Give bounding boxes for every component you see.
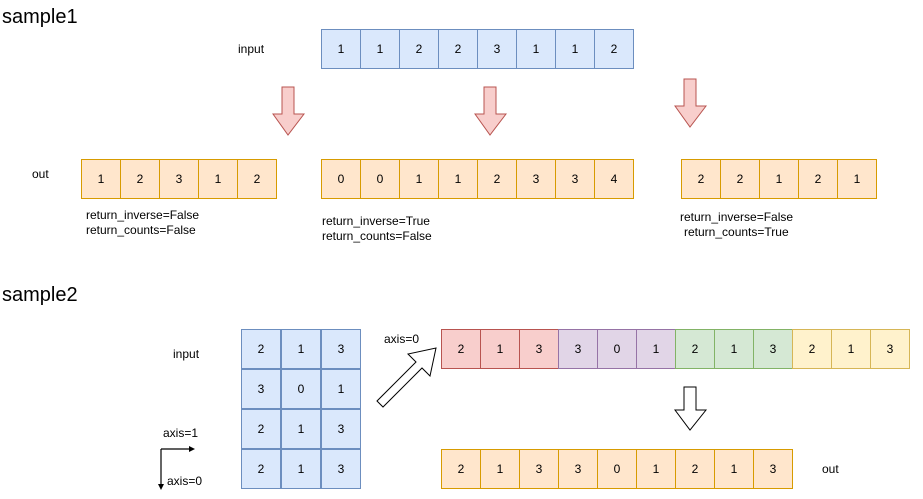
- sample1-out-label: out: [32, 167, 49, 181]
- grid-cell: 3: [321, 329, 361, 369]
- sample1-note-3: return_inverse=False return_counts=True: [680, 210, 793, 240]
- grid-cell: 1: [281, 449, 321, 489]
- array-cell: 2: [477, 159, 517, 199]
- array-cell: 0: [597, 449, 637, 489]
- array-cell: 1: [360, 29, 400, 69]
- array-cell: 3: [753, 329, 793, 369]
- diagonal-arrow-icon: [376, 347, 437, 408]
- array-cell: 3: [558, 449, 598, 489]
- sample1-output-1: 1 2 3 1 2: [81, 159, 277, 199]
- axis1-label: axis=1: [163, 426, 199, 440]
- array-cell: 3: [516, 159, 556, 199]
- grid-cell: 0: [281, 369, 321, 409]
- note-line: return_inverse=False: [86, 208, 200, 222]
- array-cell: 2: [675, 449, 715, 489]
- down-arrow-icon: [474, 86, 508, 136]
- array-cell: 3: [519, 449, 559, 489]
- array-cell: 2: [720, 159, 760, 199]
- down-arrow-icon: [674, 386, 708, 431]
- array-cell: 2: [120, 159, 160, 199]
- array-cell: 3: [753, 449, 793, 489]
- sample1-title: sample1: [2, 6, 78, 28]
- array-cell: 3: [870, 329, 910, 369]
- array-cell: 1: [480, 449, 520, 489]
- grid-cell: 3: [321, 449, 361, 489]
- array-cell: 1: [831, 329, 871, 369]
- array-cell: 1: [555, 29, 595, 69]
- array-cell: 2: [681, 159, 721, 199]
- grid-cell: 3: [321, 409, 361, 449]
- note-line: return_inverse=True: [322, 214, 430, 228]
- array-cell: 3: [519, 329, 559, 369]
- axis-indicator-icon: [158, 446, 195, 490]
- note-line: return_counts=False: [322, 229, 432, 243]
- axis0-label: axis=0: [167, 474, 203, 488]
- array-cell: 0: [321, 159, 361, 199]
- sample1-output-3: 2 2 1 2 1: [681, 159, 877, 199]
- array-cell: 1: [837, 159, 877, 199]
- array-cell: 1: [636, 329, 676, 369]
- array-cell: 1: [480, 329, 520, 369]
- array-cell: 1: [81, 159, 121, 199]
- array-cell: 3: [159, 159, 199, 199]
- array-cell: 1: [438, 159, 478, 199]
- array-cell: 2: [237, 159, 277, 199]
- array-cell: 2: [441, 449, 481, 489]
- array-cell: 3: [558, 329, 598, 369]
- note-line: return_counts=True: [684, 225, 789, 239]
- sample2-input-grid: 2 1 3 3 0 1 2 1 3 2 1 3: [241, 329, 361, 489]
- array-cell: 3: [555, 159, 595, 199]
- sample2-input-label: input: [173, 347, 200, 361]
- array-cell: 4: [594, 159, 634, 199]
- sample2-result-array: 2 1 3 3 0 1 2 1 3: [441, 449, 793, 489]
- array-cell: 1: [399, 159, 439, 199]
- grid-cell: 2: [241, 329, 281, 369]
- sample1-input-array: 1 1 2 2 3 1 1 2: [321, 29, 634, 69]
- array-cell: 1: [759, 159, 799, 199]
- array-cell: 2: [675, 329, 715, 369]
- array-cell: 2: [438, 29, 478, 69]
- array-cell: 1: [714, 449, 754, 489]
- sample1-note-1: return_inverse=False return_counts=False: [86, 208, 199, 238]
- array-cell: 2: [594, 29, 634, 69]
- grid-cell: 1: [281, 409, 321, 449]
- sample1-output-2: 0 0 1 1 2 3 3 4: [321, 159, 634, 199]
- grid-cell: 1: [281, 329, 321, 369]
- grid-cell: 2: [241, 449, 281, 489]
- array-cell: 1: [321, 29, 361, 69]
- grid-cell: 3: [241, 369, 281, 409]
- array-cell: 2: [798, 159, 838, 199]
- grid-cell: 1: [321, 369, 361, 409]
- sample2-title: sample2: [2, 284, 78, 306]
- sample1-input-label: input: [238, 42, 265, 56]
- sample2-out-label: out: [822, 462, 839, 476]
- array-cell: 2: [792, 329, 832, 369]
- array-cell: 2: [399, 29, 439, 69]
- array-cell: 1: [516, 29, 556, 69]
- array-cell: 2: [441, 329, 481, 369]
- note-line: return_inverse=False: [680, 210, 794, 224]
- array-cell: 1: [636, 449, 676, 489]
- sample1-note-2: return_inverse=True return_counts=False: [322, 214, 432, 244]
- array-cell: 1: [714, 329, 754, 369]
- array-cell: 3: [477, 29, 517, 69]
- down-arrow-icon: [272, 86, 306, 136]
- array-cell: 1: [198, 159, 238, 199]
- array-cell: 0: [597, 329, 637, 369]
- sample2-flattened-array: 2 1 3 3 0 1 2 1 3 2 1 3: [441, 329, 910, 369]
- axis-arrow-label: axis=0: [384, 332, 420, 346]
- note-line: return_counts=False: [86, 223, 196, 237]
- down-arrow-icon: [674, 78, 708, 128]
- array-cell: 0: [360, 159, 400, 199]
- grid-cell: 2: [241, 409, 281, 449]
